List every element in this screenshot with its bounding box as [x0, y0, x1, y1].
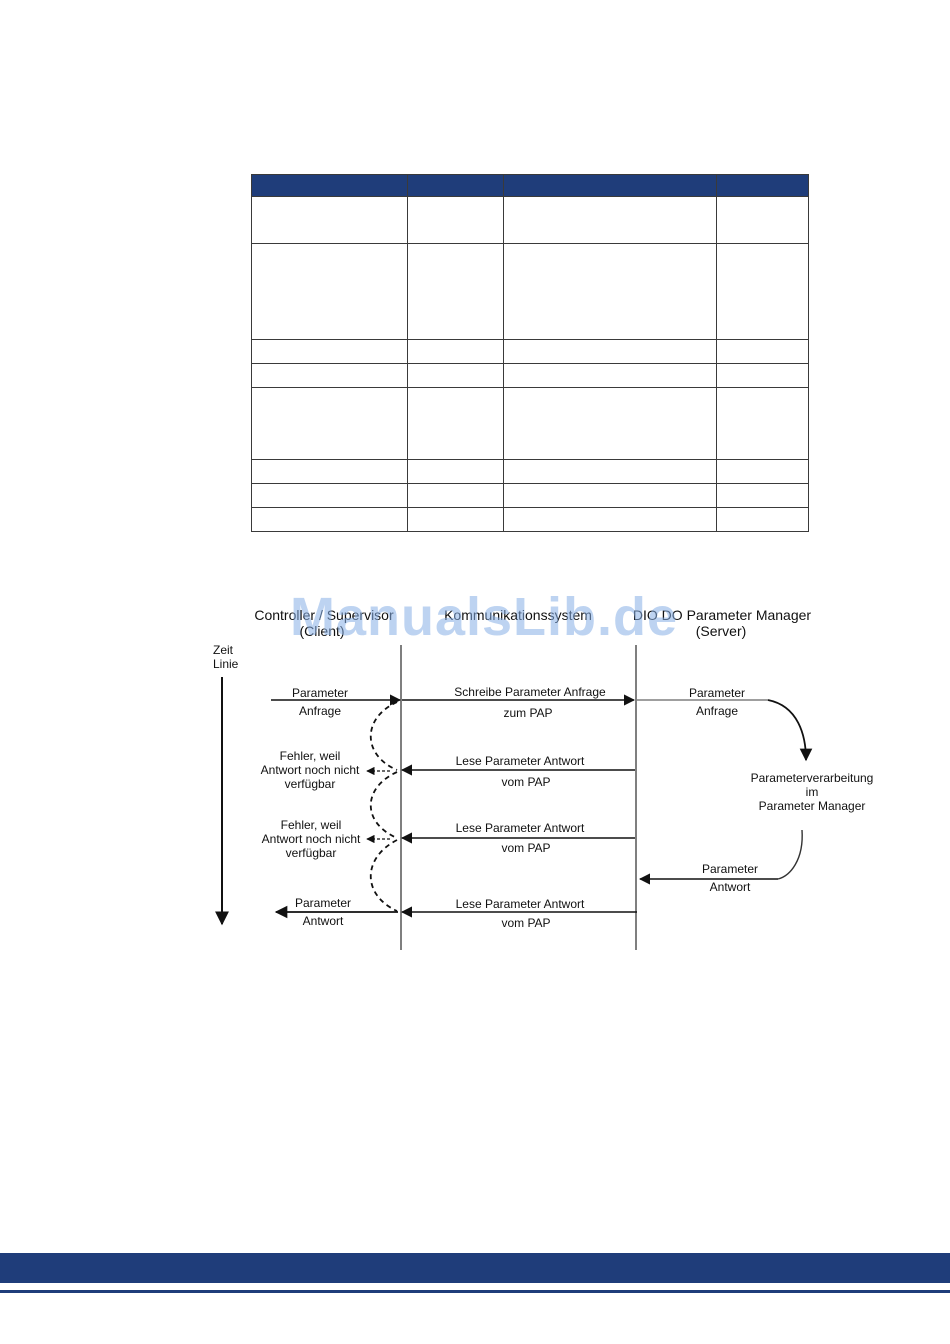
parameter-sequence-diagram: Controller / Supervisor (Client) Kommuni…: [213, 607, 874, 950]
table-cell: [503, 339, 717, 364]
table-header-cell: [503, 174, 717, 197]
parameter-table: [251, 174, 809, 532]
error-1-line-1: Fehler, weil: [280, 749, 341, 763]
retry-loop-3: [370, 839, 398, 912]
table-cell: [716, 196, 809, 244]
footer-bar: [0, 1253, 950, 1283]
table-cell: [716, 387, 809, 460]
table-cell: [407, 507, 504, 532]
table-cell: [716, 507, 809, 532]
read-2-label-2: vom PAP: [501, 841, 550, 855]
server-header-sub: (Server): [696, 623, 747, 639]
table-cell: [503, 243, 717, 340]
retry-loop-2: [370, 771, 398, 839]
table-cell: [251, 196, 408, 244]
table-cell: [251, 339, 408, 364]
table-cell: [503, 363, 717, 388]
table-cell: [503, 387, 717, 460]
read-1-label-2: vom PAP: [501, 775, 550, 789]
write-request-label-2: zum PAP: [503, 706, 552, 720]
table-cell: [251, 243, 408, 340]
read-3-label-1: Lese Parameter Antwort: [456, 897, 585, 911]
processing-label-3: Parameter Manager: [759, 799, 866, 813]
table-row: [251, 459, 809, 484]
write-request-label-1: Schreibe Parameter Anfrage: [454, 685, 606, 699]
request-label-right-2: Anfrage: [696, 704, 738, 718]
processing-label-2: im: [806, 785, 819, 799]
client-header: Controller / Supervisor: [254, 607, 394, 623]
response-label-left-1: Parameter: [295, 896, 351, 910]
table-header-cell: [251, 174, 408, 197]
processing-label-1: Parameterverarbeitung: [751, 771, 874, 785]
footer-line: [0, 1290, 950, 1293]
table-cell: [251, 387, 408, 460]
table-row: [251, 196, 809, 244]
table-cell: [407, 387, 504, 460]
table-header-row: [251, 174, 809, 197]
table-cell: [407, 243, 504, 340]
comm-header: Kommunikationssystem: [444, 607, 592, 623]
table-cell: [503, 196, 717, 244]
response-label-right-2: Antwort: [710, 880, 751, 894]
table-cell: [407, 196, 504, 244]
error-2-line-3: verfügbar: [286, 846, 337, 860]
table-row: [251, 507, 809, 532]
timeline-label-top: Zeit: [213, 643, 234, 657]
table-cell: [503, 459, 717, 484]
error-2-line-1: Fehler, weil: [281, 818, 342, 832]
read-1-label-1: Lese Parameter Antwort: [456, 754, 585, 768]
error-1-line-3: verfügbar: [285, 777, 336, 791]
read-2-label-1: Lese Parameter Antwort: [456, 821, 585, 835]
table-cell: [407, 339, 504, 364]
processing-curve-up: [777, 829, 803, 880]
error-2-line-2: Antwort noch nicht: [262, 832, 361, 846]
table-cell: [716, 243, 809, 340]
table-cell: [407, 483, 504, 508]
processing-curve-down: [767, 699, 813, 762]
table-cell: [251, 363, 408, 388]
response-label-left-2: Antwort: [303, 914, 344, 928]
watermark-text: ManualsLib.de: [290, 587, 679, 647]
table-cell: [251, 507, 408, 532]
request-label-left-2: Anfrage: [299, 704, 341, 718]
retry-loop-1: [370, 701, 398, 771]
request-label-left-1: Parameter: [292, 686, 348, 700]
timeline-label-bottom: Linie: [213, 657, 239, 671]
server-header: DIO DO Parameter Manager: [633, 607, 812, 623]
table-cell: [407, 459, 504, 484]
table-row: [251, 387, 809, 460]
table-cell: [251, 483, 408, 508]
table-cell: [407, 363, 504, 388]
table-header-cell: [407, 174, 504, 197]
client-header-sub: (Client): [299, 623, 344, 639]
read-3-label-2: vom PAP: [501, 916, 550, 930]
response-label-right-1: Parameter: [702, 862, 758, 876]
request-label-right-1: Parameter: [689, 686, 745, 700]
table-row: [251, 243, 809, 340]
table-cell: [503, 507, 717, 532]
error-1-line-2: Antwort noch nicht: [261, 763, 360, 777]
table-cell: [716, 459, 809, 484]
